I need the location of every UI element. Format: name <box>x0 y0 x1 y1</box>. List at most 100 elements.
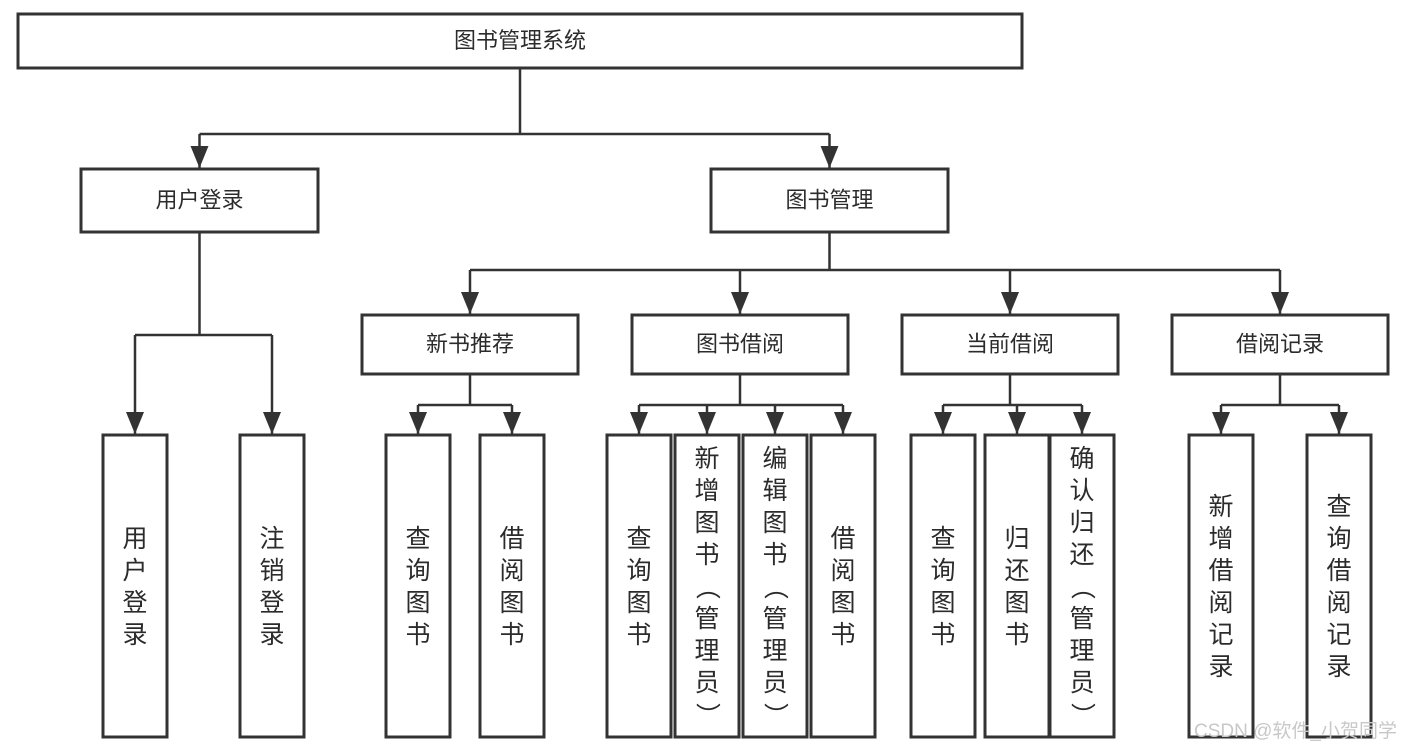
node-label-char: 销 <box>259 557 284 585</box>
node-label-char: 管 <box>762 605 787 633</box>
node-box <box>673 433 741 739</box>
node-box <box>741 433 809 739</box>
node-label-char: 书 <box>762 541 787 569</box>
node-label-char: 借 <box>830 525 855 553</box>
node-borrow-record[interactable]: 借阅记录 <box>1170 313 1390 376</box>
node-leaf-query-book-2[interactable]: 查询图书查询图书 <box>605 433 673 739</box>
node-label-char: 员 <box>1069 669 1094 697</box>
node-label: 用户登录 <box>155 187 243 212</box>
node-label-char: 借 <box>499 525 524 553</box>
node-label-char: 还 <box>1069 541 1094 569</box>
node-box <box>238 433 306 739</box>
node-label-char: 确 <box>1069 445 1094 473</box>
node-leaf-query-book-3[interactable]: 查询图书查询图书 <box>909 433 977 739</box>
node-label: 图书借阅 <box>696 331 784 356</box>
node-book-borrow[interactable]: 图书借阅 <box>630 313 850 376</box>
node-label-char: 图 <box>499 589 524 617</box>
node-label: 图书管理系统 <box>454 28 586 53</box>
node-label-char: ） <box>693 702 721 727</box>
node-label-char: 阅 <box>1208 589 1233 617</box>
node-label-char: 询 <box>405 557 430 585</box>
node-label-char: 询 <box>1326 525 1351 553</box>
node-current-borrow[interactable]: 当前借阅 <box>900 313 1120 376</box>
node-label-char: 用 <box>122 525 147 553</box>
node-box <box>360 313 580 376</box>
node-leaf-user-logout[interactable]: 注销登录注销登录 <box>238 433 306 739</box>
node-new-book-recommend[interactable]: 新书推荐 <box>360 313 580 376</box>
node-label-char: 还 <box>1004 557 1029 585</box>
node-label-char: 书 <box>499 621 524 649</box>
node-root[interactable]: 图书管理系统 <box>16 12 1024 70</box>
node-user-login[interactable]: 用户登录 <box>79 167 320 234</box>
node-book-manage[interactable]: 图书管理 <box>709 167 950 234</box>
node-box <box>1170 313 1390 376</box>
node-label-char: 借 <box>1208 557 1233 585</box>
node-label-char: 认 <box>1069 477 1094 505</box>
node-box <box>909 433 977 739</box>
node-label-char: 登 <box>122 589 147 617</box>
node-leaf-add-borrow-record[interactable]: 新增借阅记录新增借阅记录 <box>1187 433 1255 739</box>
arrow-head-icon <box>1330 412 1348 434</box>
node-label-char: 理 <box>762 637 787 665</box>
node-box <box>709 167 950 234</box>
arrow-head-icon <box>126 412 144 434</box>
diagram-nodes: 图书管理系统用户登录图书管理新书推荐图书借阅当前借阅借阅记录用户登录用户登录注销… <box>16 12 1390 739</box>
node-label-char: 书 <box>1004 621 1029 649</box>
node-label-char: 图 <box>762 509 787 537</box>
node-label-char: 图 <box>694 509 719 537</box>
node-label-char: 增 <box>1208 525 1233 553</box>
node-label-char: ） <box>761 702 789 727</box>
node-label-char: 书 <box>626 621 651 649</box>
arrow-head-icon <box>1008 412 1026 434</box>
arrow-head-icon <box>461 292 479 314</box>
node-leaf-query-borrow-record[interactable]: 查询借阅记录查询借阅记录 <box>1305 433 1373 739</box>
arrow-head-icon <box>409 412 427 434</box>
node-label-char: 借 <box>1326 557 1351 585</box>
arrow-head-icon <box>1073 412 1091 434</box>
node-label-char: 辑 <box>762 477 787 505</box>
node-label-char: 询 <box>930 557 955 585</box>
node-label: 新书推荐 <box>426 331 514 356</box>
node-label-char: 图 <box>1004 589 1029 617</box>
node-label: 借阅记录 <box>1236 331 1324 356</box>
arrow-head-icon <box>934 412 952 434</box>
node-label-char: 查 <box>626 525 651 553</box>
node-label-char: 户 <box>122 557 147 585</box>
node-box <box>79 167 320 234</box>
node-leaf-return-book[interactable]: 归还图书归还图书 <box>983 433 1051 739</box>
node-box <box>809 433 877 739</box>
node-label-char: 员 <box>762 669 787 697</box>
node-label-char: 新 <box>694 445 719 473</box>
node-label-char: 图 <box>830 589 855 617</box>
arrow-head-icon <box>820 146 839 168</box>
node-box <box>1187 433 1255 739</box>
node-box <box>1048 433 1116 739</box>
node-label-char: 归 <box>1004 525 1029 553</box>
node-box <box>384 433 452 739</box>
node-leaf-borrow-book-2[interactable]: 借阅图书借阅图书 <box>809 433 877 739</box>
node-box <box>605 433 673 739</box>
node-label-char: 书 <box>930 621 955 649</box>
node-label-char: 阅 <box>830 557 855 585</box>
node-label-char: 查 <box>405 525 430 553</box>
arrow-head-icon <box>731 292 749 314</box>
node-leaf-borrow-book-1[interactable]: 借阅图书借阅图书 <box>478 433 546 739</box>
node-label-char: 图 <box>930 589 955 617</box>
node-box <box>630 313 850 376</box>
node-label-char: 录 <box>122 621 147 649</box>
node-label-char: 询 <box>626 557 651 585</box>
arrow-head-icon <box>766 412 784 434</box>
watermark-text: CSDN @软件_小贺同学 <box>1194 721 1397 742</box>
node-leaf-user-login[interactable]: 用户登录用户登录 <box>101 433 169 739</box>
node-label-char: 编 <box>762 445 787 473</box>
node-label-char: 登 <box>259 589 284 617</box>
node-label-char: 理 <box>1069 637 1094 665</box>
node-label-char: ） <box>1068 702 1096 727</box>
node-label-char: 录 <box>1208 653 1233 681</box>
node-label-char: 图 <box>626 589 651 617</box>
node-leaf-query-book-1[interactable]: 查询图书查询图书 <box>384 433 452 739</box>
